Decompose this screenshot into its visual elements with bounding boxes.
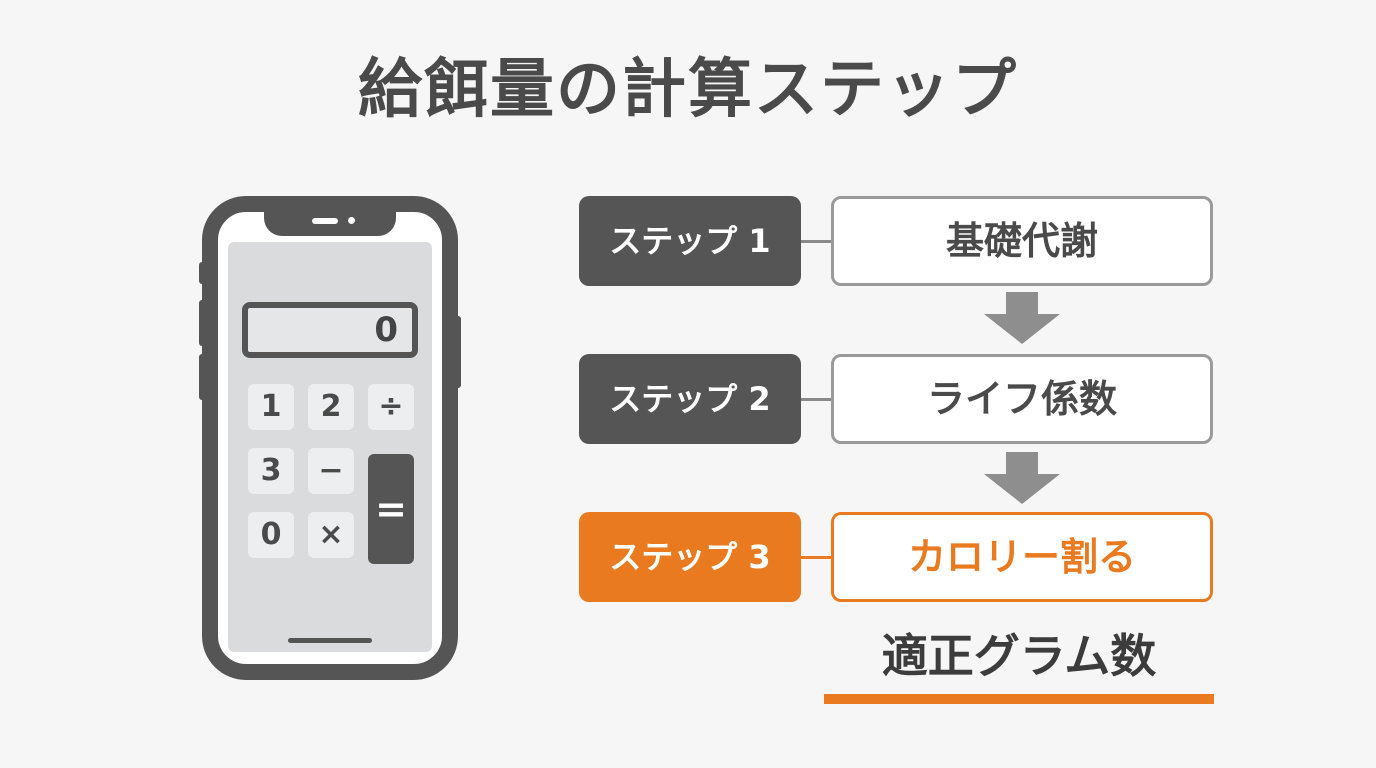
step-3-box: カロリー割る (831, 512, 1213, 602)
step-3-label: ステップ 3 (579, 512, 801, 602)
calculator-equals-key: = (368, 454, 414, 564)
calculator-key: 1 (248, 384, 294, 430)
calculator-key: 3 (248, 448, 294, 494)
page-title: 給餌量の計算ステップ (358, 53, 1018, 127)
step-2-label: ステップ 2 (579, 354, 801, 444)
step-1-box: 基礎代謝 (831, 196, 1213, 286)
calculator-key: × (308, 512, 354, 558)
step-1-label: ステップ 1 (579, 196, 801, 286)
phone-body: 0 1 2 ÷ 3 − 0 × = (202, 196, 458, 680)
calculator-key: 2 (308, 384, 354, 430)
camera-icon (348, 217, 355, 224)
speaker-icon (312, 218, 338, 224)
result-label: 適正グラム数 (881, 629, 1157, 683)
calculator-icon: 0 1 2 ÷ 3 − 0 × = (228, 242, 432, 652)
calculator-key: 0 (248, 512, 294, 558)
step-1-connector (801, 240, 831, 243)
phone-notch (264, 208, 396, 236)
calculator-key: − (308, 448, 354, 494)
home-indicator (288, 638, 372, 643)
calculator-key: ÷ (368, 384, 414, 430)
step-2-box: ライフ係数 (831, 354, 1213, 444)
calculator-display: 0 (242, 302, 418, 358)
step-2-connector (801, 398, 831, 401)
down-arrow-icon (984, 292, 1060, 344)
step-3-connector (801, 556, 831, 559)
down-arrow-icon (984, 452, 1060, 504)
result-underline (824, 694, 1214, 704)
